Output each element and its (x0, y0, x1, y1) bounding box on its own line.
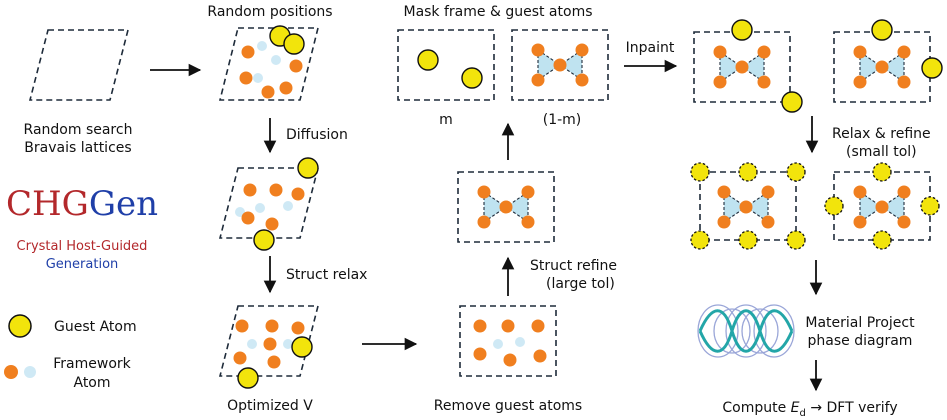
compute-prefix: Compute (722, 400, 790, 416)
mask-guest-panel (397, 29, 495, 101)
bravais-lattices-label: Bravais lattices (24, 140, 131, 156)
optimized-panel (218, 305, 320, 389)
diffused-panel (218, 157, 320, 251)
compute-subscript: d (800, 408, 806, 419)
mask-1m-label: (1-m) (543, 112, 582, 128)
brand-subtitle-line2: Generation (46, 257, 119, 272)
brand-title: CHGGen (6, 184, 158, 224)
material-project-label: Material Project (805, 315, 915, 331)
empty-lattice-panel (28, 29, 130, 101)
struct-refine-tol-label: (large tol) (546, 276, 615, 292)
removed-guest-panel (459, 305, 557, 377)
random-positions-panel (218, 25, 320, 101)
inpainted-panel-2 (833, 19, 943, 103)
brand-chg: CHG (6, 184, 89, 224)
relax-refine-label: Relax & refine (832, 126, 931, 142)
refined-final-panel-1 (690, 162, 806, 250)
refined-panel (457, 171, 555, 243)
legend-framework-light-icon (24, 366, 36, 378)
legend-guest-label: Guest Atom (54, 319, 137, 335)
compute-label: Compute Ed → DFT verify (722, 400, 897, 419)
diffusion-label: Diffusion (286, 127, 348, 143)
mask-frame-panel (511, 29, 609, 101)
random-positions-label: Random positions (207, 4, 332, 20)
brand-gen: Gen (89, 184, 158, 224)
inpainted-panel-1 (693, 19, 803, 113)
phase-diagram-label: phase diagram (808, 333, 913, 349)
compute-suffix: → DFT verify (806, 400, 898, 416)
optimized-v-label: Optimized V (227, 398, 313, 414)
remove-guest-label: Remove guest atoms (434, 398, 582, 414)
legend-framework-line1: Framework (53, 356, 131, 372)
legend-guest-atom-icon (8, 314, 32, 338)
struct-relax-label: Struct relax (286, 267, 367, 283)
compute-symbol: E (791, 400, 800, 416)
mask-title-label: Mask frame & guest atoms (403, 4, 592, 20)
legend-framework-line2: Atom (73, 375, 110, 391)
refined-final-panel-2 (824, 162, 940, 250)
relax-refine-tol-label: (small tol) (846, 144, 917, 160)
brand-subtitle-line1: Crystal Host-Guided (17, 239, 148, 254)
legend: Guest Atom Framework Atom (4, 314, 137, 391)
phase-diagram-icon (697, 304, 795, 358)
random-search-label: Random search (24, 122, 133, 138)
inpaint-label: Inpaint (626, 40, 675, 56)
struct-refine-label: Struct refine (530, 258, 617, 274)
legend-framework-orange-icon (4, 365, 18, 379)
mask-m-label: m (439, 112, 453, 128)
